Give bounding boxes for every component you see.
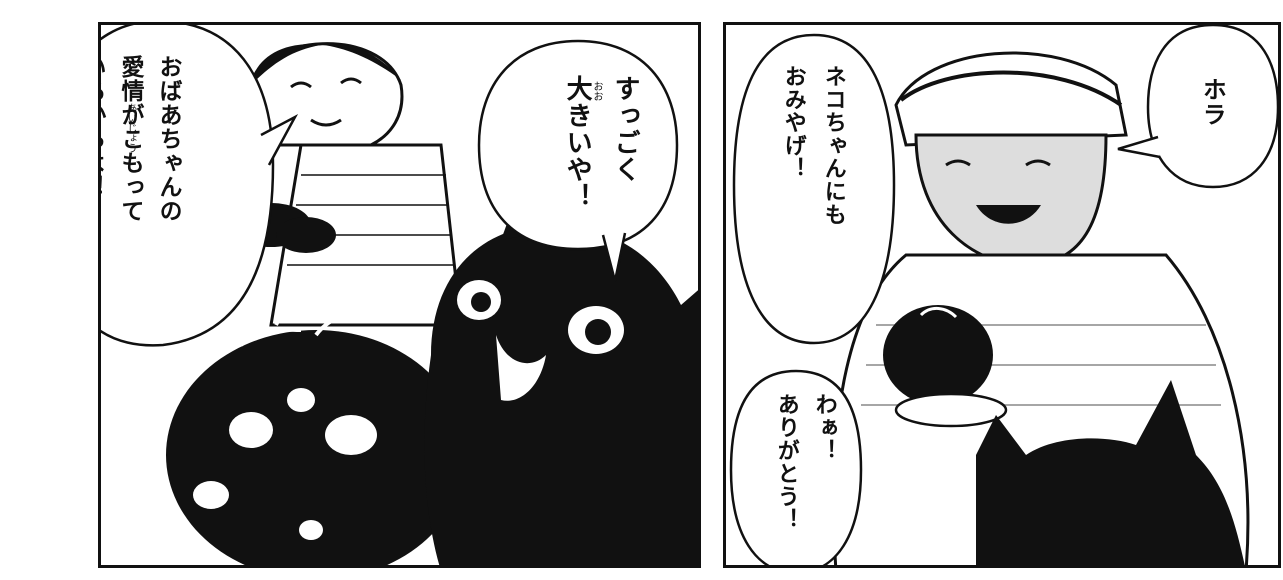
bubble-text-line-3: いるからよ！ (98, 55, 107, 199)
manga-panel-right: ホラ ネコちゃんにも おみやげ！ わぁ！ ありがとう！ (723, 22, 1281, 568)
manga-panel-left: あいじょう おばあちゃんの 愛情がこもって いるからよ！ おお すっごく 大きい… (98, 22, 701, 568)
ruby-aijou: あいじょう (125, 103, 136, 153)
bubble-text-line-1: ネコちゃんにも (820, 65, 847, 226)
ruby-oo: おお (591, 81, 602, 101)
bubble-outline (732, 33, 896, 345)
bubble-text-line-1: わぁ！ (811, 393, 838, 462)
bubble-text-line-1: ホラ (1198, 77, 1228, 127)
bubble-text-line-2: 大きいや！ (562, 75, 593, 210)
bubble-outline (101, 25, 299, 347)
big-tomato (166, 268, 466, 565)
speech-bubble-thanks: わぁ！ ありがとう！ (726, 365, 871, 565)
panel-left-artwork (166, 42, 698, 565)
bubble-text-line-2: 愛情がこもって (117, 55, 145, 223)
bubble-outline (1117, 25, 1278, 189)
bubble-outline (477, 39, 679, 282)
speech-bubble-so-big: おお すっごく 大きいや！ (473, 35, 683, 282)
speech-bubble-grandma-love: あいじょう おばあちゃんの 愛情がこもって いるからよ！ (98, 25, 299, 355)
bubble-text-line-1: おばあちゃんの (155, 55, 183, 223)
panel-right-artwork (832, 51, 1250, 565)
speech-bubble-souvenir: ネコちゃんにも おみやげ！ (726, 25, 901, 355)
offered-tomato (883, 305, 1008, 428)
speech-bubble-hora: ホラ (1117, 25, 1278, 197)
bubble-text-line-1: すっごく (610, 75, 641, 183)
black-cat-head (976, 380, 1245, 565)
bubble-outline (729, 369, 863, 565)
bubble-text-line-2: ありがとう！ (773, 393, 800, 531)
bubble-text-line-2: おみやげ！ (780, 65, 807, 180)
